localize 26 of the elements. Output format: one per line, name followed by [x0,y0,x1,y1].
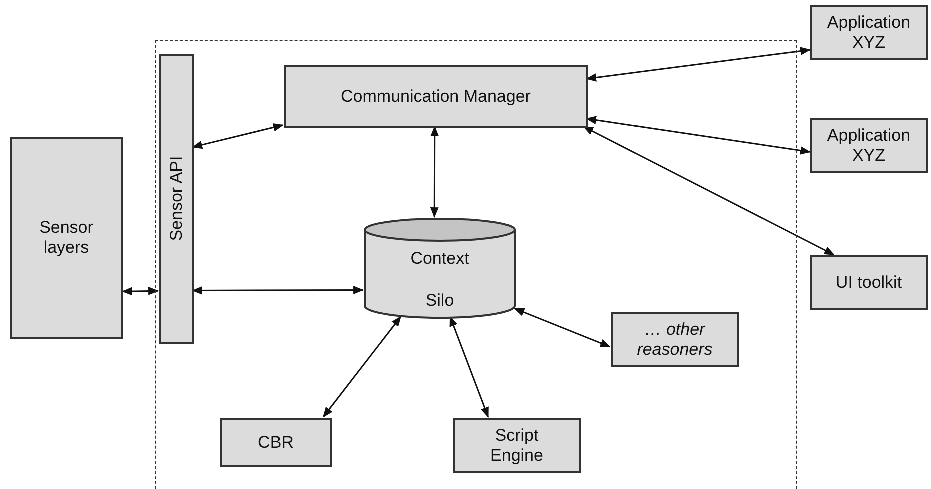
node-label: Sensor layers [38,218,94,258]
process-box [810,118,928,173]
node-label: CBR [258,432,294,452]
node-label: Communication Manager [341,86,531,106]
node-label: Application XYZ [826,126,912,166]
process-box [159,54,194,344]
node-label: Context Silo [410,248,470,312]
double-arrow [430,126,440,218]
node-label: … other reasoners [636,320,714,360]
double-arrow [122,287,160,296]
process-box [810,5,928,60]
node-label: UI toolkit [836,272,902,292]
node-label: Script Engine [490,426,544,466]
double-arrow [514,308,611,348]
process-box [220,418,332,467]
process-box [810,255,928,310]
double-arrow [322,316,402,418]
process-box [453,418,581,473]
process-box [10,137,123,339]
double-arrow [583,126,836,256]
double-arrow [450,316,490,418]
boundary-box [155,40,797,489]
node-label: Application XYZ [826,12,912,52]
process-box [611,312,739,367]
node-label: Sensor API [166,156,186,242]
process-box [284,65,588,128]
